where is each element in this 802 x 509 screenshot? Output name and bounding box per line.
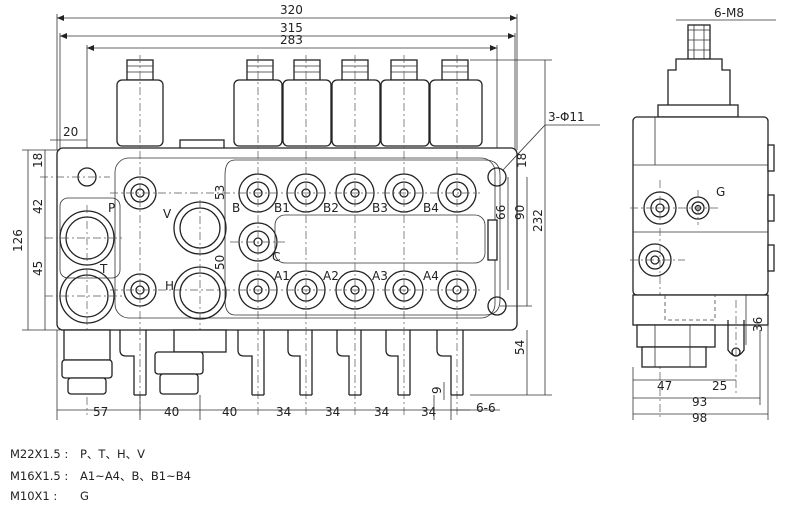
actuator-3 (331, 59, 381, 147)
mount-hole-2 (487, 167, 507, 187)
port-g-label: G (716, 185, 725, 199)
dim-18-left: 18 (31, 153, 45, 168)
actuator-2 (282, 59, 332, 147)
dim-232: 232 (531, 209, 545, 232)
dim-50: 50 (213, 255, 227, 270)
dim-9: 9 (430, 386, 444, 394)
spec-ports: A1~A4、B、B1~B4 (80, 469, 191, 483)
dim-20: 20 (63, 125, 78, 139)
dim-93: 93 (692, 395, 707, 409)
port-a2-label: A2 (323, 269, 339, 283)
dim-6-6: 6-6 (476, 401, 496, 415)
port-b2-label: B2 (323, 201, 339, 215)
port-h-label: H (165, 279, 174, 293)
port-v-label: V (163, 207, 172, 221)
spec-row-m22: M22X1.5 : P、T、H、V (10, 446, 145, 462)
dim-98: 98 (692, 411, 707, 425)
port-b4-label: B4 (423, 201, 439, 215)
dim-34b: 34 (325, 405, 340, 419)
front-dimensions (22, 15, 600, 420)
actuator-4 (380, 59, 430, 147)
dim-34a: 34 (276, 405, 291, 419)
actuator-5 (429, 59, 483, 147)
spec-thread: M22X1.5 : (10, 447, 69, 461)
dim-42: 42 (31, 199, 45, 214)
port-p-label: P (108, 201, 115, 215)
spec-ports: G (80, 489, 89, 503)
dim-54: 54 (513, 340, 527, 355)
labels: 320 315 283 20 3-Φ11 6-M8 18 42 126 45 5… (11, 3, 765, 425)
dim-36: 36 (751, 317, 765, 332)
port-a1-label: A1 (274, 269, 290, 283)
spec-thread: M16X1.5 : (10, 469, 69, 483)
dim-90: 90 (513, 205, 527, 220)
dim-126: 126 (11, 229, 25, 252)
port-a3-label: A3 (372, 269, 388, 283)
dim-283: 283 (280, 33, 303, 47)
dim-57: 57 (93, 405, 108, 419)
dim-315: 315 (280, 21, 303, 35)
dim-320: 320 (280, 3, 303, 17)
port-b1-label: B1 (274, 201, 290, 215)
dim-47: 47 (657, 379, 672, 393)
port-t-label: T (99, 262, 108, 276)
port-b3-label: B3 (372, 201, 388, 215)
dim-66: 66 (494, 205, 508, 220)
port-b-label: B (232, 201, 240, 215)
port-a4-label: A4 (423, 269, 439, 283)
spec-ports: P、T、H、V (80, 447, 145, 461)
dim-40a: 40 (164, 405, 179, 419)
dim-18-right: 18 (515, 153, 529, 168)
dim-40b: 40 (222, 405, 237, 419)
dim-holes: 3-Φ11 (548, 110, 585, 124)
dim-34c: 34 (374, 405, 389, 419)
spec-row-m16: M16X1.5 : A1~A4、B、B1~B4 (10, 468, 191, 484)
dim-25: 25 (712, 379, 727, 393)
spec-row-m10: M10X1 : G (10, 489, 89, 503)
dim-45: 45 (31, 261, 45, 276)
front-view (40, 14, 518, 415)
dim-6-m8: 6-M8 (714, 6, 744, 20)
port-c-label: C (272, 250, 280, 264)
valve-body (56, 147, 518, 331)
dim-34d: 34 (421, 405, 436, 419)
spec-thread: M10X1 : (10, 489, 58, 503)
dim-53: 53 (213, 185, 227, 200)
side-view (630, 19, 776, 420)
